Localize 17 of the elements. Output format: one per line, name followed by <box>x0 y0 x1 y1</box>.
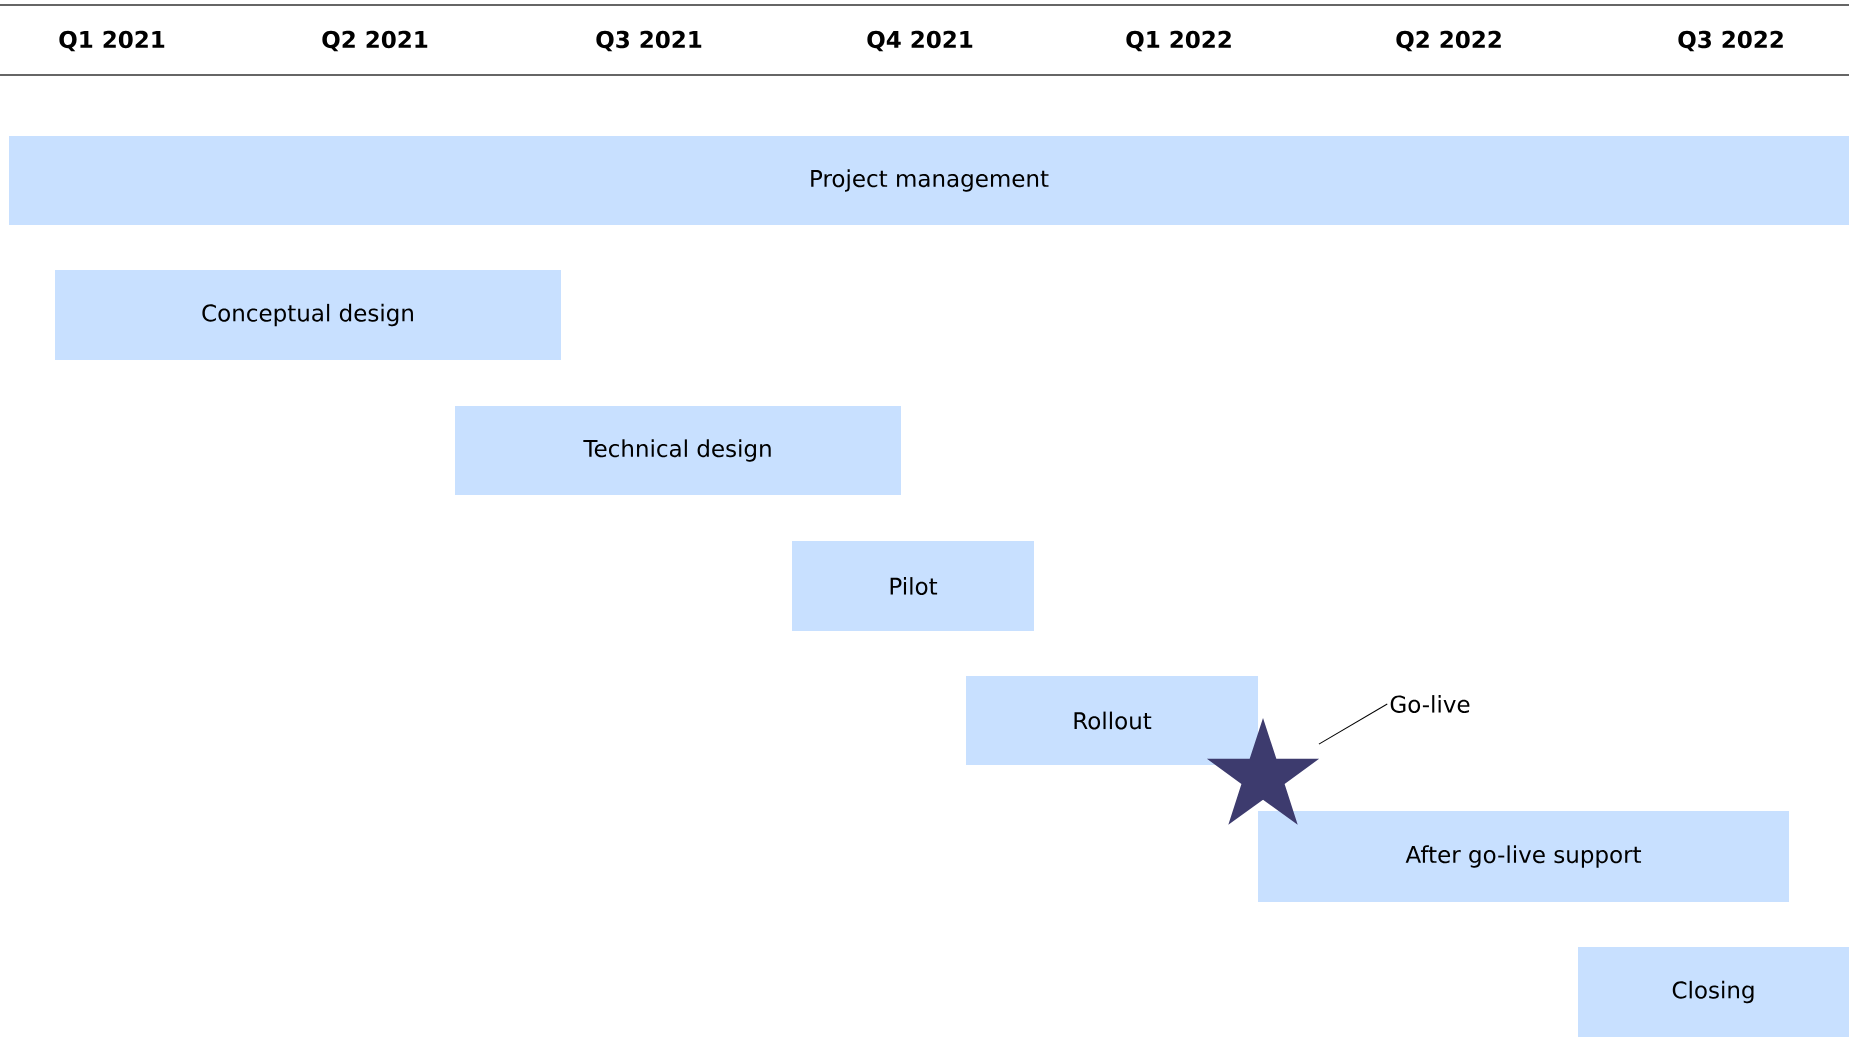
task-bar: Technical design <box>455 406 901 495</box>
quarter-label: Q3 2022 <box>1678 30 1783 52</box>
task-bar: Closing <box>1578 947 1849 1037</box>
leader-line <box>1318 703 1388 745</box>
task-bar: Rollout <box>966 676 1258 765</box>
task-bar: Conceptual design <box>55 270 561 360</box>
quarter-label: Q4 2021 <box>867 30 973 52</box>
task-bar: Pilot <box>792 541 1034 631</box>
milestone-star <box>1206 718 1320 825</box>
quarter-label: Q2 2021 <box>322 30 428 52</box>
quarter-label: Q3 2021 <box>596 30 702 52</box>
quarter-label: Q2 2022 <box>1396 30 1501 52</box>
quarter-label: Q1 2021 <box>59 30 165 52</box>
milestone-label: Go-live <box>1390 695 1470 713</box>
task-bar: After go-live support <box>1258 811 1789 902</box>
quarter-label: Q1 2022 <box>1126 30 1231 52</box>
task-bar: Project management <box>9 136 1849 225</box>
